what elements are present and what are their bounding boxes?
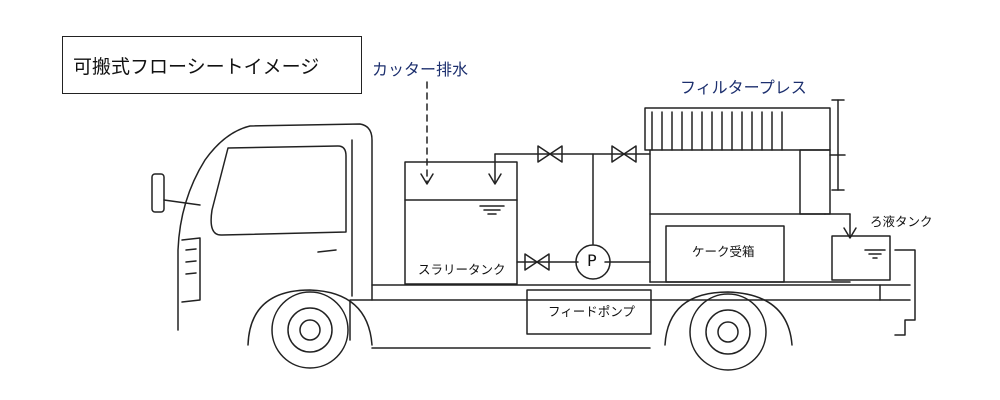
pump-label: P [587,251,597,270]
filter-press-label: フィルタープレス [680,78,807,97]
cutter-drain-label: カッター排水 [372,60,469,79]
cake-box-label: ケーク受箱 [692,244,755,259]
feed-pump-label: フィードポンプ [548,304,635,319]
feed-pump-box [526,289,652,335]
side-mirror [151,173,165,213]
cake-box [665,225,785,283]
filtrate-tank-label: ろ液タンク [870,214,933,229]
valve-top-left [537,145,563,163]
truck-cab [151,123,373,341]
slurry-tank-label: スラリータンク [418,262,506,277]
rear-wheel [664,291,793,371]
filtrate-tank [824,213,891,281]
truck-chassis [371,249,916,349]
cutter-drain-arrow [420,81,434,185]
pump-symbol [575,244,611,280]
front-wheel [247,289,373,369]
valve-top-right [611,145,637,163]
piping [488,153,651,263]
slurry-tank [404,161,518,285]
filter-plates [651,111,783,151]
diagram-title: 可搬式フローシートイメージ [62,36,362,94]
valve-bottom [524,253,550,271]
